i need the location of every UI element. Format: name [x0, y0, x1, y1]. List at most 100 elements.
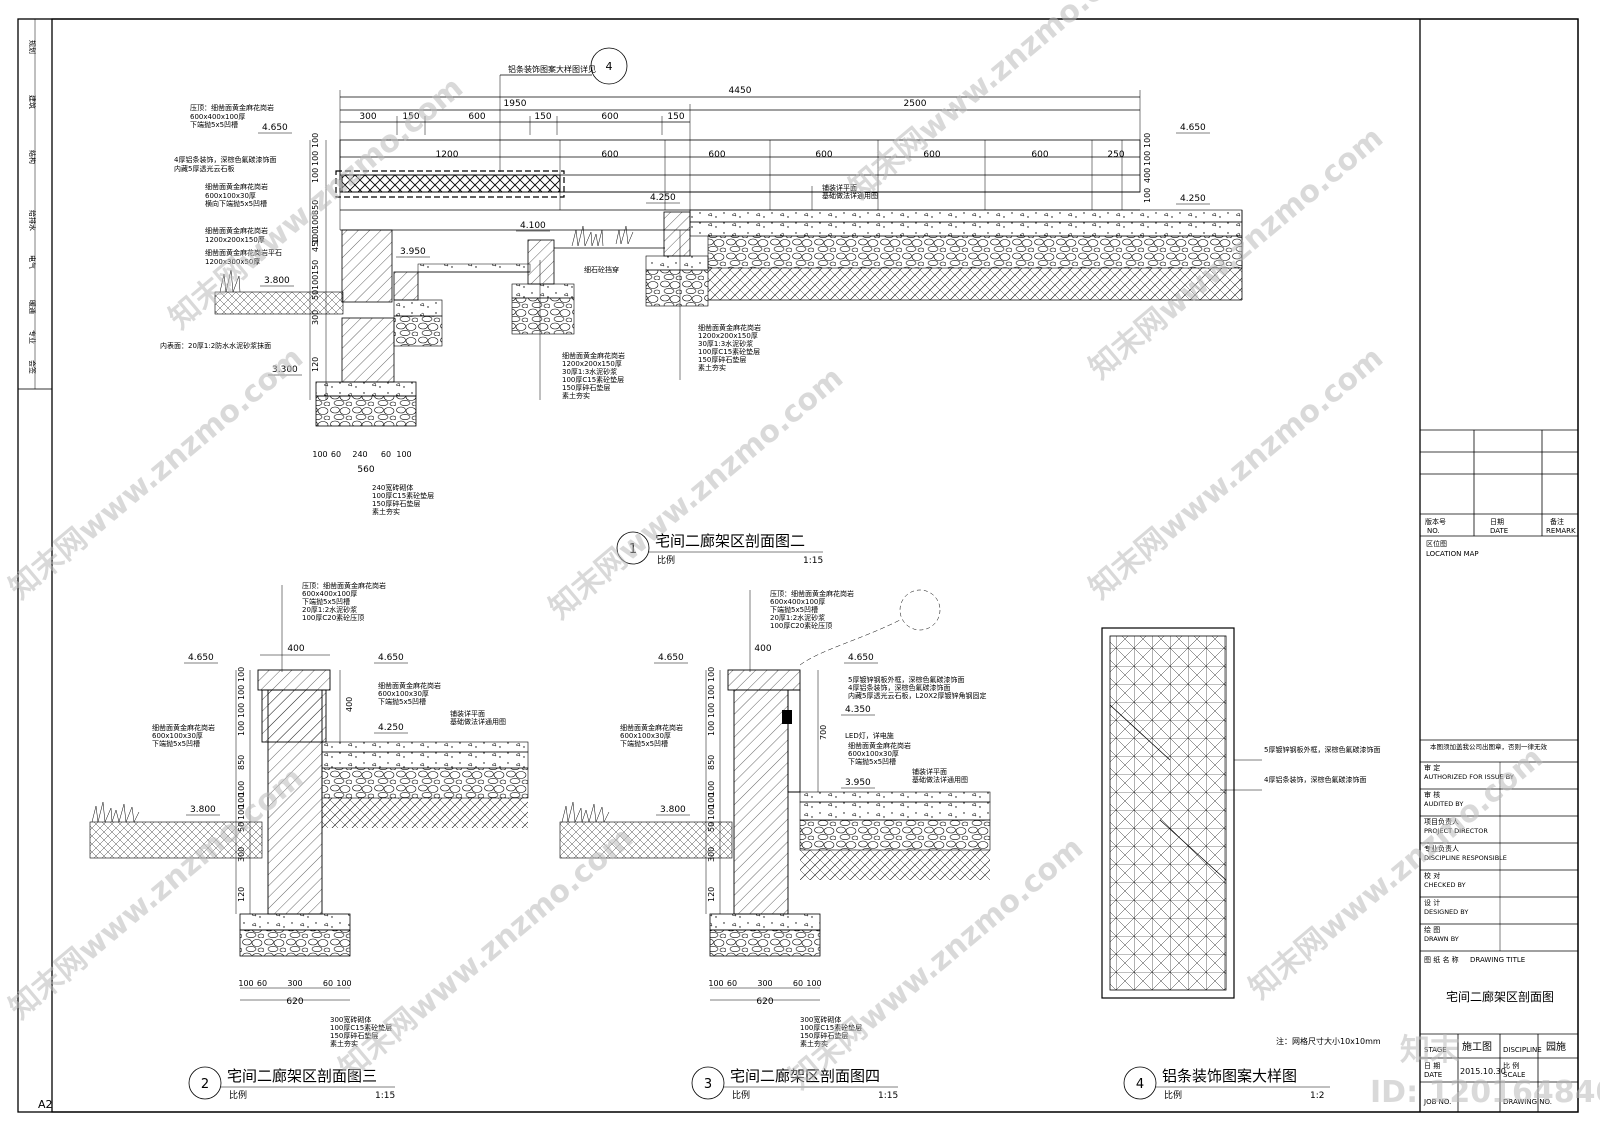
- role-label: 项目负责人: [1424, 817, 1459, 826]
- elevation-mark: 4.650: [262, 123, 288, 133]
- note-right: 600x100x30厚: [378, 690, 429, 698]
- note-frame: 5厚镀锌钢板外框，深棕色氟碳漆饰面: [1264, 745, 1380, 754]
- note-mid: 细凿面黄金麻花岗岩: [562, 351, 625, 360]
- note-bottom: 240宽砖砌体: [372, 483, 413, 492]
- note-mid: 30厚1:3水泥砂浆: [562, 367, 617, 376]
- note-top: 20厚1:2水泥砂浆: [302, 605, 357, 614]
- scale-label: 比例: [657, 554, 675, 566]
- note-bottom: 素土夯实: [372, 507, 400, 516]
- dim-second: 600: [601, 150, 618, 160]
- note-left: 600x400x100厚: [190, 113, 245, 121]
- dim-vertical-right: 700: [819, 725, 828, 740]
- note-mid: 150厚碎石垫层: [562, 383, 610, 392]
- watermark-text: 知末网www.znzmo.com: [543, 360, 850, 626]
- dim-vertical-right: 400: [345, 697, 354, 712]
- note-right: 1200x200x150厚: [698, 332, 758, 340]
- role-label: 设 计: [1424, 898, 1440, 907]
- left-strip-label: 电气: [28, 255, 37, 269]
- section-number: 4: [1136, 1077, 1144, 1092]
- note-right: 细凿面黄金麻花岗岩: [848, 741, 911, 750]
- elevation-mark: 3.300: [272, 365, 298, 375]
- left-strip-label: 建筑: [28, 95, 37, 109]
- stage-label: STAGE: [1424, 1046, 1447, 1054]
- section-number: 1: [629, 542, 637, 557]
- dim-bottom: 60: [331, 450, 341, 459]
- dim-vertical: 850: [311, 200, 320, 215]
- dim-vertical: 100: [311, 168, 320, 183]
- note-left: 4厚铝条装饰，深棕色氟碳漆饰面: [174, 155, 276, 164]
- watermark-text: 知末网www.znzmo.com: [1083, 340, 1390, 606]
- dim-bottom: 60: [793, 979, 803, 988]
- note-left: 1200x200x150厚: [205, 236, 265, 244]
- left-strip-label: 会签: [28, 360, 37, 374]
- section-3-drawing: [559, 589, 991, 1001]
- dim-width: 400: [287, 644, 304, 654]
- drawing-title-label-en: DRAWING TITLE: [1470, 956, 1525, 964]
- paving-note: 基础做法详通用图: [822, 191, 878, 200]
- dim-vertical: 300: [707, 847, 716, 862]
- note-bottom: 150厚碎石垫层: [330, 1031, 378, 1040]
- left-strip-label: 结构: [28, 150, 37, 164]
- note-left: 细凿面黄金麻花岗岩: [620, 723, 683, 732]
- paving-note: 基础做法详通用图: [450, 717, 506, 726]
- dim-vertical: 50: [311, 290, 320, 300]
- note-right: 4厚铝条装饰，深棕色氟碳漆饰面: [848, 683, 950, 692]
- location-map-label-en: LOCATION MAP: [1426, 550, 1479, 558]
- note-right: 素土夯实: [698, 363, 726, 372]
- note-bottom: 100厚C15素砼垫层: [800, 1023, 862, 1032]
- dim-vertical: 850: [237, 755, 246, 770]
- note-left: 细凿面黄金麻花岗岩: [205, 226, 268, 235]
- paving-note: 铺装详平面: [450, 709, 485, 718]
- watermark-logo: 知末: [1400, 1033, 1460, 1068]
- dim-vertical: 100: [707, 685, 716, 700]
- elevation-mark: 3.950: [400, 247, 426, 257]
- inner-border: [51, 18, 1579, 1113]
- section-1-drawing: [214, 47, 1243, 427]
- dim-vertical: 100: [311, 215, 320, 230]
- dim-vertical: 100: [237, 721, 246, 736]
- note-left: 下端抛5x5凹槽: [190, 120, 238, 129]
- elevation-mark: 4.250: [650, 193, 676, 203]
- note-left: 下端抛5x5凹槽: [152, 739, 200, 748]
- dim-vertical: 100: [707, 703, 716, 718]
- left-strip-label: 专业: [28, 330, 37, 344]
- elevation-mark: 4.650: [848, 653, 874, 663]
- section-number-circle: [188, 1066, 222, 1100]
- note-left: 内藏5厚透光云石板: [174, 164, 234, 173]
- role-label-en: DISCIPLINE RESPONSIBLE: [1424, 854, 1507, 862]
- dim-vertical: 100: [707, 667, 716, 682]
- dim-bottom: 60: [323, 979, 333, 988]
- dim-bottom: 100: [312, 450, 327, 459]
- note-top: 20厚1:2水泥砂浆: [770, 613, 825, 622]
- note-top: 下端抛5x5凹槽: [302, 597, 350, 606]
- dim-top: 150: [402, 112, 419, 122]
- paving-note: 基础做法详通用图: [912, 775, 968, 784]
- note-mid: 1200x200x150厚: [562, 360, 622, 368]
- dim-vertical: 100: [237, 793, 246, 808]
- dim-vertical: 300: [311, 310, 320, 325]
- note-bottom: 150厚碎石垫层: [800, 1031, 848, 1040]
- role-label: 审 定: [1424, 763, 1440, 772]
- sheet-label: A2: [38, 1098, 53, 1111]
- dim-second: 1200: [436, 150, 459, 160]
- elevation-mark: 4.650: [188, 653, 214, 663]
- scale-label-en: SCALE: [1503, 1071, 1525, 1079]
- note-top: 100厚C20素砼压顶: [302, 613, 364, 622]
- title-block: [1419, 19, 1578, 1112]
- note-left: 下端抛5x5凹槽: [620, 739, 668, 748]
- scale-label: 比例: [732, 1089, 750, 1101]
- elevation-mark: 3.800: [660, 805, 686, 815]
- role-label-en: DESIGNED BY: [1424, 908, 1468, 916]
- dim-vertical: 120: [707, 887, 716, 902]
- note-left: 600x100x30厚: [620, 732, 671, 740]
- role-label: 专业负责人: [1424, 844, 1459, 853]
- note-bottom: 300宽砖砌体: [800, 1015, 841, 1024]
- note-right: 下端抛5x5凹槽: [378, 697, 426, 706]
- note-right: 内藏5厚透光云石板，L20X2厚镀锌角钢固定: [848, 691, 987, 700]
- note-mid: 100厚C15素砼垫层: [562, 375, 624, 384]
- dim-bottom: 60: [381, 450, 391, 459]
- note-strip: 4厚铝条装饰，深棕色氟碳漆饰面: [1264, 775, 1366, 784]
- grid-size-note: 注：网格尺寸大小10x10mm: [1276, 1036, 1381, 1046]
- dim-vertical: 100: [237, 703, 246, 718]
- dim-bottom: 60: [257, 979, 267, 988]
